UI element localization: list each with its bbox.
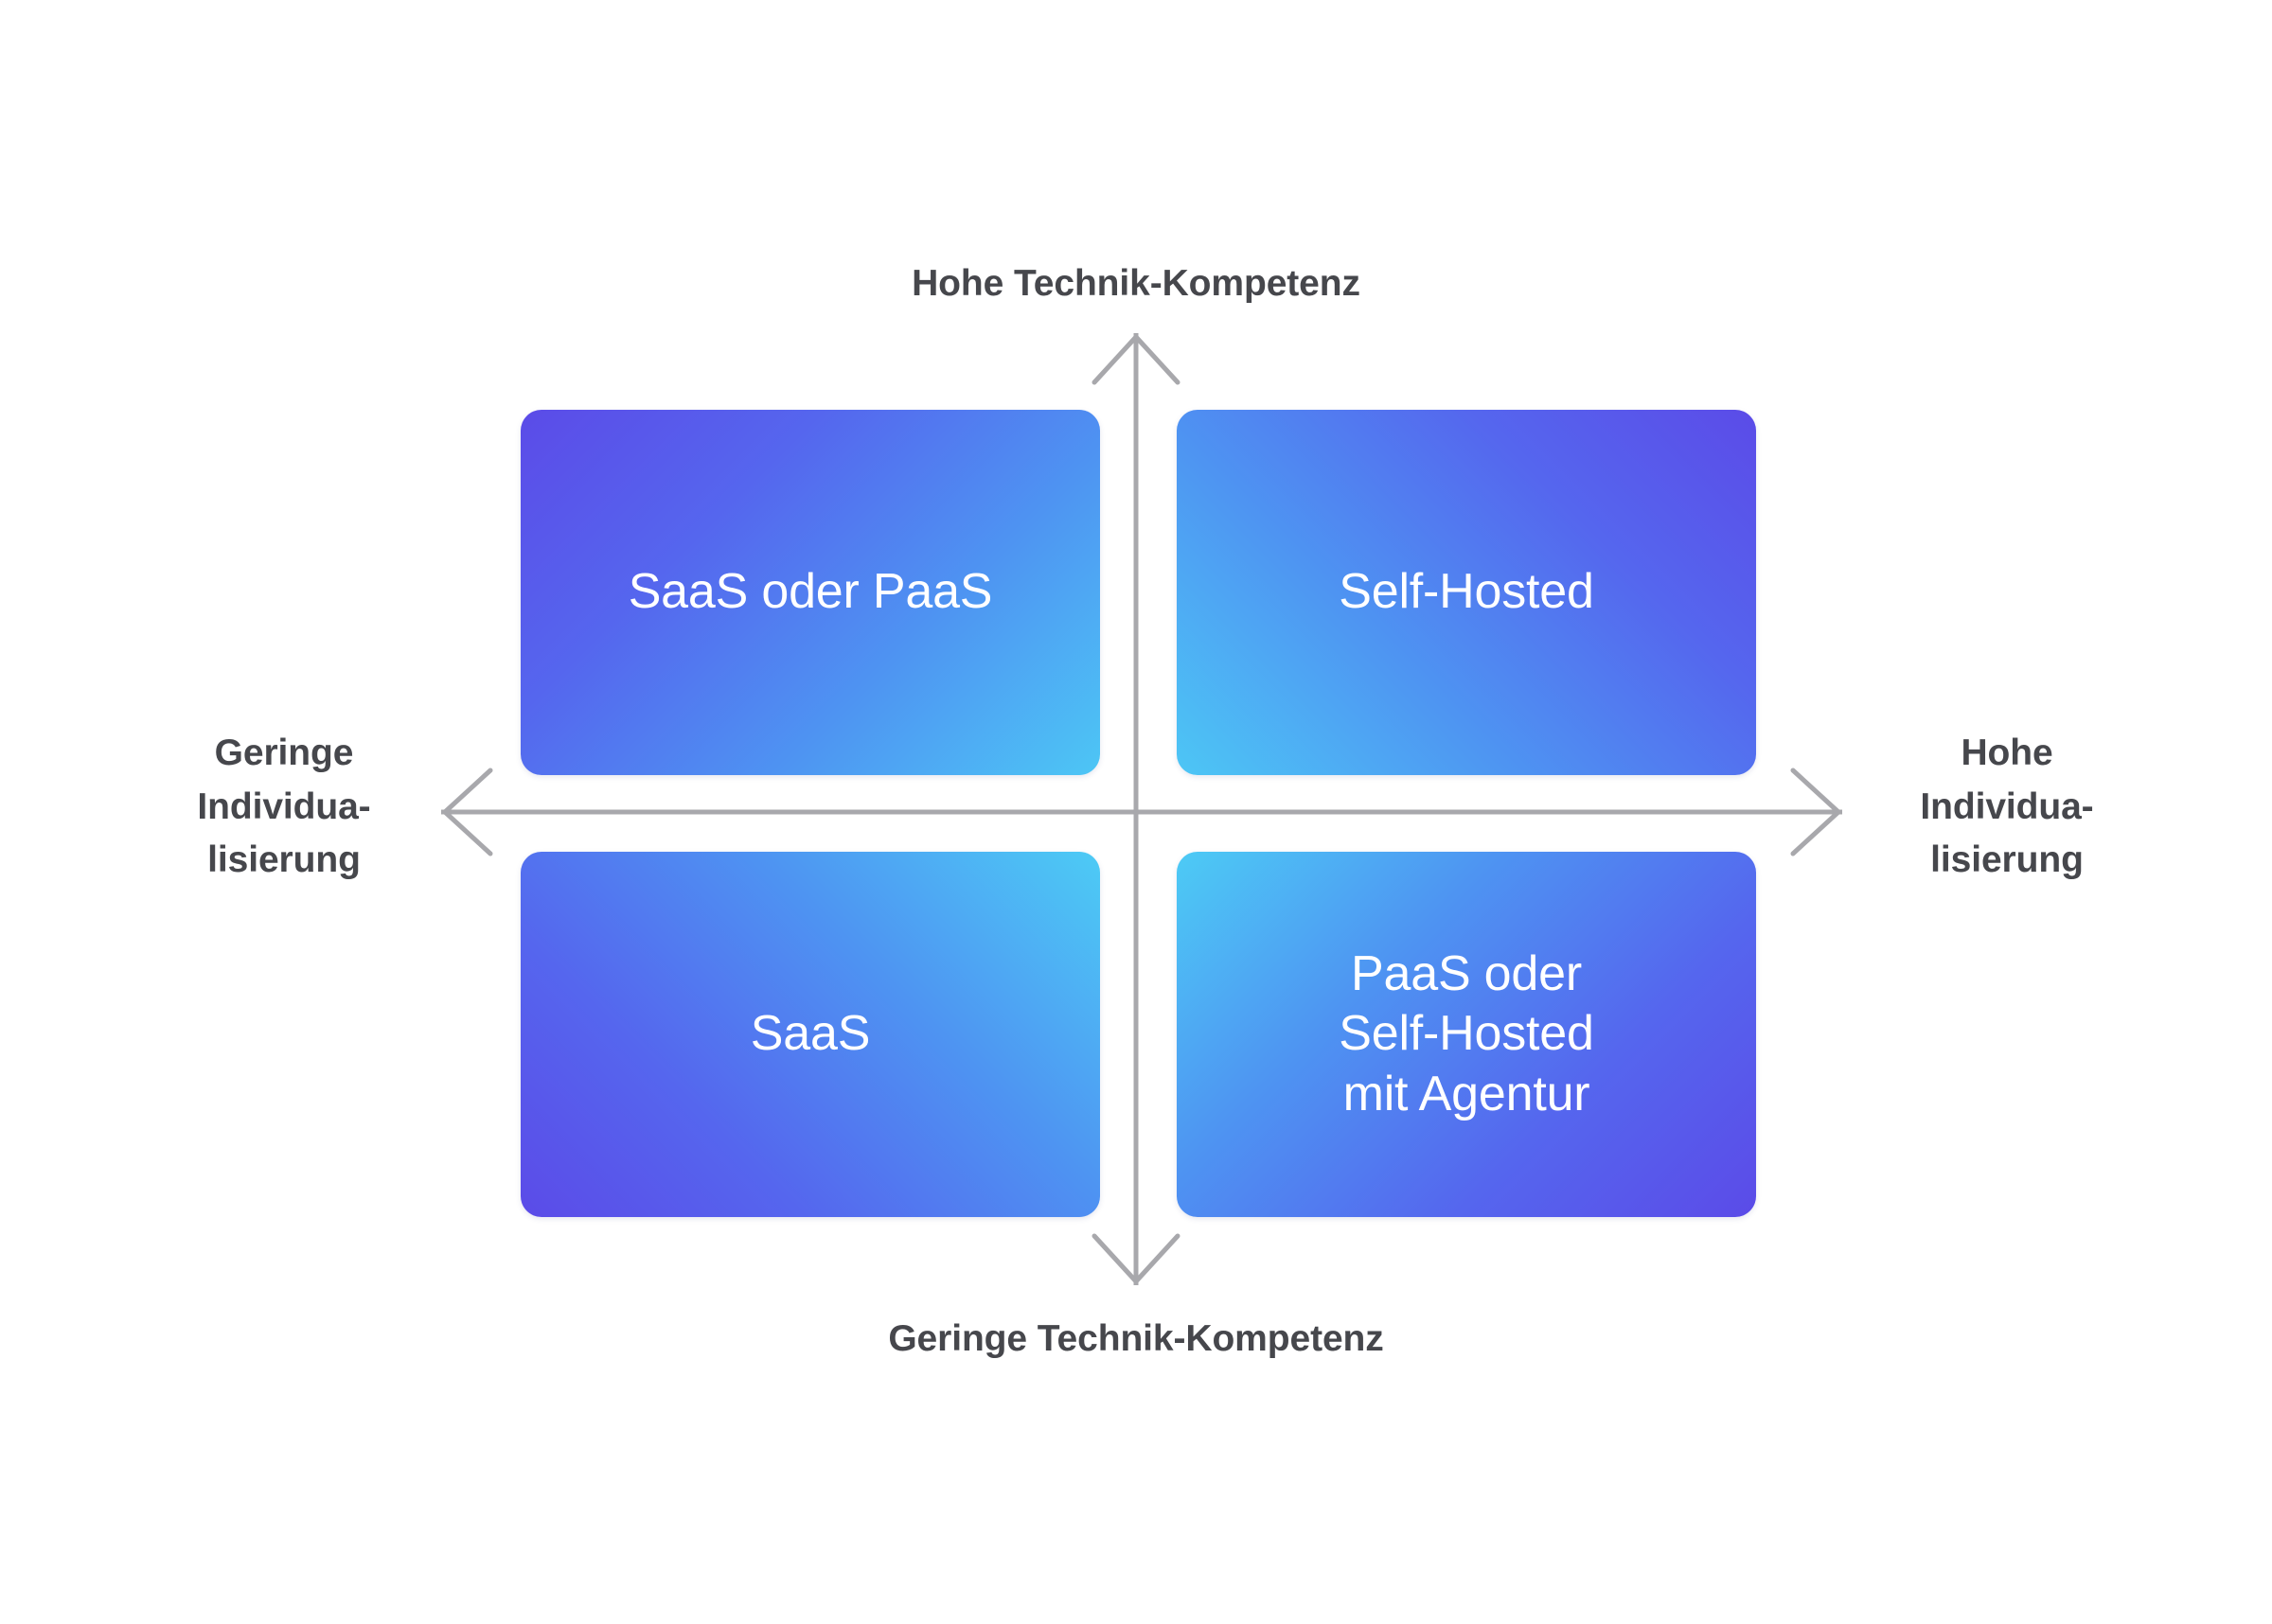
axis-label-right: Hohe Individua- lisierung	[1920, 733, 2094, 881]
axis-arrow-up-icon	[1092, 334, 1180, 385]
axis-label-left: Geringe Individua- lisierung	[197, 733, 371, 881]
axis-arrow-right-icon	[1790, 768, 1841, 856]
quadrant-bottom-left[interactable]: SaaS	[521, 852, 1100, 1217]
quadrant-bottom-left-label: SaaS	[750, 1006, 871, 1062]
quadrant-top-left-label: SaaS oder PaaS	[628, 564, 993, 620]
axis-label-top: Hohe Technik-Kompetenz	[912, 263, 1360, 304]
axis-label-bottom: Geringe Technik-Kompetenz	[888, 1318, 1384, 1359]
quadrant-top-right[interactable]: Self-Hosted	[1177, 410, 1756, 775]
axis-arrow-left-icon	[442, 768, 493, 856]
quadrant-bottom-right-label: PaaS oder Self-Hosted mit Agentur	[1339, 945, 1594, 1121]
quadrant-top-right-label: Self-Hosted	[1339, 564, 1594, 620]
quadrant-top-left[interactable]: SaaS oder PaaS	[521, 410, 1100, 775]
quadrant-bottom-right[interactable]: PaaS oder Self-Hosted mit Agentur	[1177, 852, 1756, 1217]
axis-arrow-down-icon	[1092, 1233, 1180, 1284]
